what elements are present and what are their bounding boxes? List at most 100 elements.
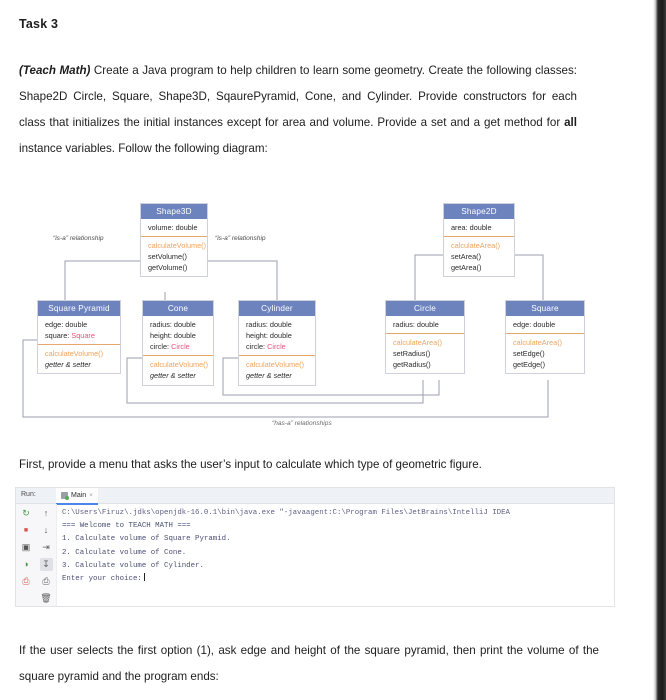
uml-methods: calculateArea() setRadius() getRadius() xyxy=(386,334,464,374)
menu-instruction-text: First, provide a menu that asks the user… xyxy=(19,458,482,471)
uml-method: setVolume() xyxy=(148,251,187,261)
uml-methods: calculateVolume() setVolume() getVolume(… xyxy=(141,237,207,277)
uml-method: getVolume() xyxy=(148,263,188,273)
uml-method: calculateArea() xyxy=(513,337,563,347)
uml-method: setEdge() xyxy=(513,348,545,358)
soft-wrap-icon[interactable]: ⇥ xyxy=(42,542,50,552)
uml-attributes: radius: double height: double circle: Ci… xyxy=(143,316,213,357)
uml-attribute: radius: double xyxy=(246,319,292,329)
scroll-to-end-icon[interactable]: ↧ xyxy=(39,558,53,571)
console-output[interactable]: C:\Users\Firuz\.jdks\openjdk-16.0.1\bin\… xyxy=(58,505,614,606)
console-prompt-line: Enter your choice: xyxy=(62,573,614,586)
trash-icon[interactable]: 🗑 xyxy=(40,593,52,603)
uml-method: getArea() xyxy=(451,263,482,273)
tab-main-label: Main xyxy=(71,492,87,499)
uml-method: calculateArea() xyxy=(451,240,501,250)
uml-attributes: edge: double xyxy=(506,316,584,334)
uml-attributes: radius: double height: double circle: Ci… xyxy=(239,316,315,357)
uml-attributes: area: double xyxy=(444,219,514,237)
console-line: C:\Users\Firuz\.jdks\openjdk-16.0.1\bin\… xyxy=(62,509,510,517)
uml-class-title: Square xyxy=(506,301,584,316)
rerun-icon[interactable]: ↻ xyxy=(22,508,30,518)
uml-attribute: volume: double xyxy=(148,222,198,232)
uml-attribute-name: circle: xyxy=(150,341,172,351)
uml-class-title: Cylinder xyxy=(239,301,315,316)
uml-class-cylinder: Cylinder radius: double height: double c… xyxy=(238,300,316,386)
task-description-tail: instance variables. Follow the following… xyxy=(19,142,268,155)
uml-methods: calculateVolume() getter & setter xyxy=(143,356,213,384)
option-one-instruction-text: If the user selects the first option (1)… xyxy=(19,644,599,683)
uml-attributes: volume: double xyxy=(141,219,207,237)
uml-class-title: Circle xyxy=(386,301,464,316)
uml-attribute: edge: double xyxy=(45,319,88,329)
console-line: 1. Calculate volume of Square Pyramid. xyxy=(62,535,231,544)
console-tab-bar: Run: Main × xyxy=(16,488,614,505)
uml-method: setArea() xyxy=(451,251,482,261)
uml-attribute-ref-type: Circle xyxy=(171,341,190,351)
uml-connector-lines xyxy=(22,254,549,418)
camera-icon[interactable]: ▣ xyxy=(21,542,31,552)
uml-attribute: height: double xyxy=(246,330,292,340)
uml-method: setRadius() xyxy=(393,348,431,358)
print-icon[interactable]: ⎙ xyxy=(42,576,50,586)
uml-attribute: square: Square xyxy=(45,330,120,341)
uml-attribute-name: square: xyxy=(45,330,72,340)
console-line: 3. Calculate volume of Cylinder. xyxy=(62,561,204,570)
exit-icon[interactable]: ⎙ xyxy=(22,576,30,586)
uml-attribute-ref-type: Circle xyxy=(267,341,286,351)
uml-attribute: radius: double xyxy=(150,319,196,329)
uml-class-cone: Cone radius: double height: double circl… xyxy=(142,300,214,386)
uml-attribute: height: double xyxy=(150,330,196,340)
uml-methods: calculateVolume() getter & setter xyxy=(38,345,120,373)
relationship-label-isa-left: “is-a” relationship xyxy=(53,235,104,242)
console-line: 2. Calculate volume of Cone. xyxy=(62,548,187,557)
arrow-up-icon[interactable]: ↑ xyxy=(43,508,49,518)
task-description-body: Create a Java program to help children t… xyxy=(19,64,577,129)
uml-class-square: Square edge: double calculateArea() setE… xyxy=(505,300,585,375)
uml-class-diagram: Shape3D volume: double calculateVolume()… xyxy=(15,195,640,435)
uml-class-title: Cone xyxy=(143,301,213,316)
stop-icon[interactable]: ■ xyxy=(23,527,29,534)
task-description-emphasis: all xyxy=(564,116,577,129)
console-toolbar-right: ↑ ↓ ⇥ ↧ ⎙ 🗑 xyxy=(36,504,57,606)
uml-methods: calculateVolume() getter & setter xyxy=(239,356,315,384)
uml-method: getter & setter xyxy=(150,371,196,381)
uml-attributes: radius: double xyxy=(386,316,464,334)
uml-class-square-pyramid: Square Pyramid edge: double square: Squa… xyxy=(37,300,121,375)
console-line: === Welcome to TEACH MATH === xyxy=(62,522,191,531)
uml-method: calculateVolume() xyxy=(45,348,103,358)
uml-method: getter & setter xyxy=(246,371,292,381)
tab-main[interactable]: Main × xyxy=(56,488,98,505)
teach-math-label: (Teach Math) xyxy=(19,64,91,77)
uml-attributes: edge: double square: Square xyxy=(38,316,120,345)
uml-method: calculateVolume() xyxy=(150,360,208,370)
close-icon[interactable]: × xyxy=(89,492,93,499)
page-right-edge xyxy=(653,0,666,700)
relationship-label-isa-right: “is-a” relationship xyxy=(215,235,266,242)
uml-attribute: area: double xyxy=(451,222,492,232)
uml-class-shape2d: Shape2D area: double calculateArea() set… xyxy=(443,203,515,278)
run-label: Run: xyxy=(21,491,36,498)
uml-attribute: radius: double xyxy=(393,319,439,329)
intellij-run-console: Run: Main × ↻ ■ ▣ ◑ ⎙ ↑ ↓ ⇥ ↧ ⎙ 🗑 C:\Use… xyxy=(15,487,615,607)
uml-method: calculateVolume() xyxy=(246,360,304,370)
uml-class-title: Shape3D xyxy=(141,204,207,219)
uml-methods: calculateArea() setEdge() getEdge() xyxy=(506,334,584,374)
profiler-icon[interactable]: ◑ xyxy=(23,559,29,569)
uml-method: getEdge() xyxy=(513,360,546,370)
uml-method: calculateVolume() xyxy=(148,240,206,250)
console-toolbar-left: ↻ ■ ▣ ◑ ⎙ xyxy=(16,504,37,606)
uml-attribute-name: circle: xyxy=(246,341,268,351)
uml-attribute-ref-type: Square xyxy=(71,330,95,340)
uml-method: getRadius() xyxy=(393,360,431,370)
arrow-down-icon[interactable]: ↓ xyxy=(43,525,49,535)
uml-class-title: Square Pyramid xyxy=(38,301,120,316)
uml-class-title: Shape2D xyxy=(444,204,514,219)
uml-attribute: circle: Circle xyxy=(246,341,315,352)
relationship-label-hasa: “has-a” relationships xyxy=(272,420,332,427)
uml-methods: calculateArea() setArea() getArea() xyxy=(444,237,514,277)
uml-method: getter & setter xyxy=(45,360,91,370)
uml-method: calculateArea() xyxy=(393,337,443,347)
text-caret xyxy=(143,573,145,582)
